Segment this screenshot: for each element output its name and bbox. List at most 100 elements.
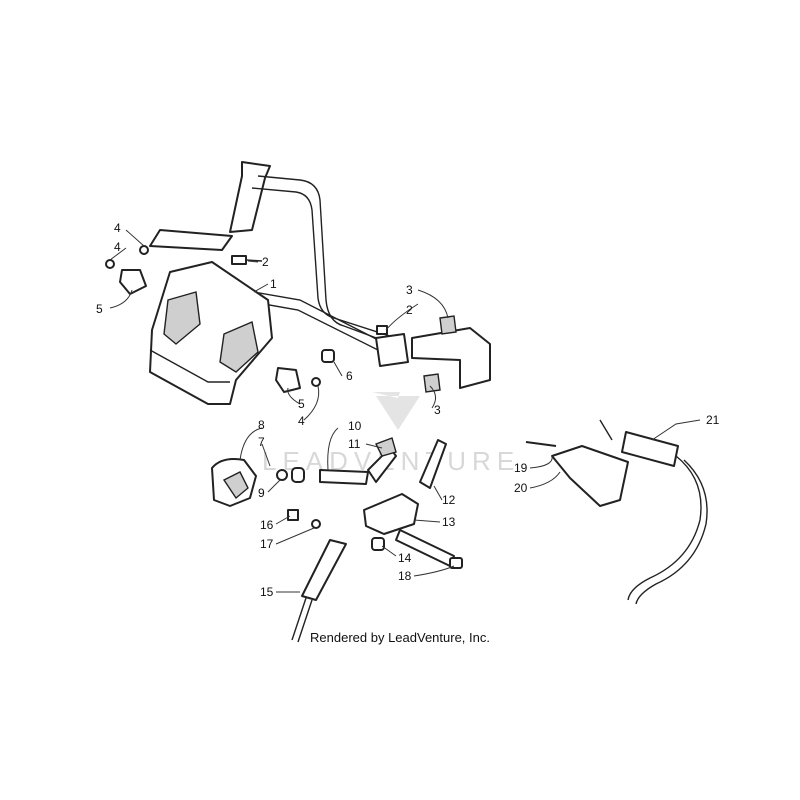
leader-9 [267, 479, 281, 493]
callout-18: 18 [398, 569, 412, 583]
callout-4-lower: 4 [298, 414, 305, 428]
callout-19: 19 [514, 461, 528, 475]
leader-5a [109, 289, 133, 309]
frame-tube-inner [251, 187, 397, 339]
main-bracket-frame [149, 161, 409, 405]
leader-16 [275, 515, 291, 525]
bolt-2-upper [231, 255, 263, 265]
spacer-5-left [119, 269, 147, 295]
callouts: 1 2 2 3 3 4 4 4 5 5 6 7 8 9 10 11 12 13 … [96, 221, 720, 599]
callout-2-right: 2 [406, 303, 413, 317]
bolt-4-left [105, 259, 115, 269]
leader-1 [253, 283, 269, 293]
leader-4c [303, 385, 320, 421]
shift-cable-15 [291, 539, 347, 643]
leader-3a [417, 289, 449, 319]
bushing-6 [321, 349, 335, 363]
bolt-4-upper [139, 245, 149, 255]
cable-boot [301, 539, 347, 601]
pivot-block-13 [363, 493, 419, 535]
callout-10: 10 [348, 419, 362, 433]
washer-17 [311, 519, 321, 529]
nut-7 [291, 467, 305, 483]
bolt-shank [245, 259, 263, 262]
bolt-19 [525, 441, 557, 447]
callout-5-right: 5 [298, 397, 305, 411]
washer-9 [276, 469, 288, 481]
callout-6: 6 [346, 369, 353, 383]
callout-12: 12 [442, 493, 456, 507]
watermark-logo-icon [372, 392, 420, 430]
render-credit: Rendered by LeadVenture, Inc. [310, 630, 490, 645]
callout-3-upper: 3 [406, 283, 413, 297]
spring-clip-11 [375, 437, 397, 457]
bracket-mount-tab [149, 229, 233, 251]
callout-11: 11 [348, 437, 361, 451]
bolt-16 [287, 509, 299, 521]
leader-4b [109, 247, 127, 261]
cable-line-2 [297, 599, 313, 643]
bracket-3-mount [411, 315, 491, 393]
bracket-cutout-right [219, 321, 259, 373]
callout-20: 20 [514, 481, 528, 495]
leader-2a [247, 260, 259, 263]
mount-block [411, 327, 491, 389]
bolt-2-right [376, 325, 388, 335]
leader-lines [109, 229, 701, 593]
callout-8: 8 [258, 418, 265, 432]
callout-7: 7 [258, 435, 265, 449]
callout-21: 21 [706, 413, 720, 427]
leader-17 [275, 527, 315, 545]
callout-3-lower: 3 [434, 403, 441, 417]
callout-4-mid: 4 [114, 240, 121, 254]
bushing-14 [371, 537, 385, 551]
callout-1: 1 [270, 277, 277, 291]
clip-21 [599, 419, 613, 441]
leader-7 [261, 443, 271, 467]
bracket-cutout-left [163, 291, 201, 345]
leader-21 [651, 419, 701, 441]
callout-2-upper: 2 [262, 255, 269, 269]
leader-12 [433, 485, 443, 501]
leader-8 [239, 427, 263, 461]
callout-16: 16 [260, 518, 274, 532]
leader-10 [327, 427, 339, 471]
frame-tube-outer [257, 175, 399, 347]
bracket-fold-line [149, 349, 230, 383]
pin-12 [419, 439, 447, 489]
callout-17: 17 [260, 537, 274, 551]
nut-18 [449, 557, 463, 569]
leader-2b [385, 303, 419, 331]
callout-13: 13 [442, 515, 456, 529]
knob-face [222, 471, 249, 500]
frame-end-tab [375, 333, 409, 367]
leader-5b [287, 387, 301, 405]
bolt-4-right [311, 377, 321, 387]
cable-run-right [627, 455, 702, 601]
cable-run-right-2 [635, 459, 708, 605]
bracket-20 [551, 445, 629, 507]
bracket-upper-plate [229, 161, 271, 233]
shift-rod-10 [319, 469, 369, 485]
spacer-5-right [275, 367, 301, 393]
bolt-head [231, 255, 247, 265]
leader-11 [365, 443, 383, 449]
leader-20 [529, 471, 561, 489]
cable-end-21 [621, 431, 679, 467]
leader-3b [429, 385, 436, 409]
clip-3-lower [423, 373, 441, 393]
leader-18 [413, 565, 455, 577]
cable-line [291, 597, 307, 641]
callout-14: 14 [398, 551, 412, 565]
leader-14 [381, 545, 397, 557]
bolt-head [376, 325, 388, 335]
leader-6 [333, 361, 343, 377]
callout-4-upper: 4 [114, 221, 121, 235]
cable-bracket-assembly [525, 419, 708, 605]
leader-4a [125, 229, 145, 247]
callout-5-left: 5 [96, 302, 103, 316]
callout-15: 15 [260, 585, 274, 599]
callout-9: 9 [258, 486, 265, 500]
leader-13 [413, 519, 441, 523]
